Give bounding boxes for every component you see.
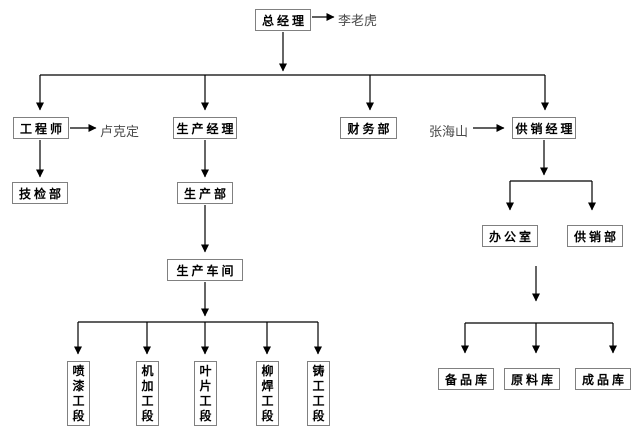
node-machining-section-label: 机加工段 [141,363,154,423]
node-welding-section: 柳焊工段 [256,361,279,426]
node-production-workshop: 生产车间 [167,259,243,281]
edge-annotation-arrows [70,13,505,132]
node-finished-goods-warehouse: 成品库 [575,368,631,390]
node-casting-section: 铸工工段 [307,361,330,426]
node-raw-material-warehouse: 原料库 [504,368,560,390]
edge-right-branch [461,140,617,354]
node-machining-section: 机加工段 [136,361,159,426]
node-office: 办公室 [482,225,538,247]
node-production-manager: 生产经理 [173,117,237,139]
node-finance-dept: 财务部 [340,117,397,139]
node-supply-sales-dept: 供销部 [567,225,623,247]
node-casting-section-label: 铸工工段 [312,363,325,423]
annotation-supply-person: 张海山 [429,124,469,139]
annotation-gm-person: 李老虎 [338,13,378,28]
edge-left-branch [36,140,322,355]
node-spare-parts-warehouse: 备品库 [438,368,494,390]
edge-gm-trunk [36,32,549,111]
node-general-manager: 总经理 [255,9,311,31]
node-blade-section: 叶片工段 [194,361,217,426]
node-blade-section-label: 叶片工段 [199,363,212,423]
node-paint-section-label: 喷漆工段 [72,363,85,423]
node-production-dept: 生产部 [177,182,233,204]
annotation-engineer-person: 卢克定 [100,124,140,139]
node-tech-inspection-dept: 技检部 [12,182,68,204]
node-paint-section: 喷漆工段 [67,361,90,426]
node-engineer: 工程师 [13,117,69,139]
node-welding-section-label: 柳焊工段 [261,363,274,423]
node-supply-sales-manager: 供销经理 [512,117,576,139]
